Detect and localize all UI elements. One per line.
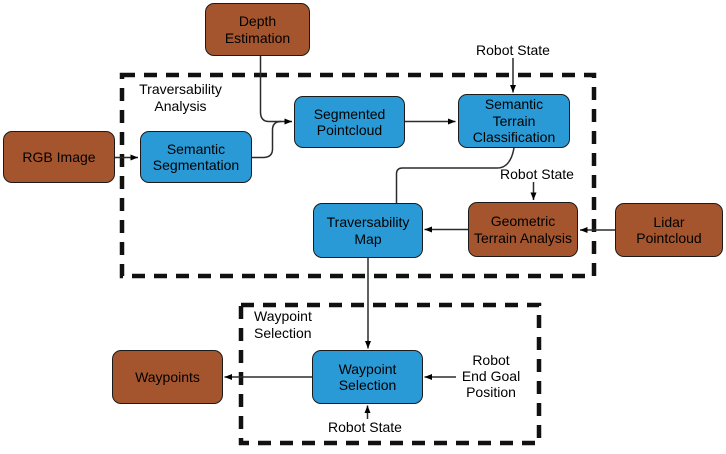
node-waypoints: Waypoints (112, 350, 223, 404)
edge-stc-to-travmap (395, 147, 515, 203)
node-geometric-terrain-analysis: Geometric Terrain Analysis (468, 202, 578, 257)
waypoint-selection-group-border (238, 302, 542, 446)
node-semantic-terrain-classification: Semantic Terrain Classification (458, 94, 570, 148)
node-traversability-map: Traversability Map (313, 203, 423, 258)
node-waypoint-selection: Waypoint Selection (312, 350, 423, 404)
robot-state-mid-label: Robot State (500, 166, 574, 182)
node-segmented-pointcloud: Segmented Pointcloud (294, 96, 405, 148)
node-depth-estimation: Depth Estimation (205, 3, 310, 56)
traversability-analysis-group-border (119, 72, 597, 279)
waypoint-selection-group-label: Waypoint Selection (254, 308, 312, 341)
node-semantic-segmentation: Semantic Segmentation (140, 131, 252, 183)
edge-semseg-to-segpc (252, 120, 282, 159)
node-lidar-pointcloud: Lidar Pointcloud (615, 203, 723, 257)
robot-end-goal-position-label: Robot End Goal Position (461, 352, 521, 400)
traversability-analysis-group-label: Traversability Analysis (139, 81, 222, 114)
robot-state-top-label: Robot State (476, 42, 550, 58)
robot-state-bottom-label: Robot State (328, 419, 402, 435)
edge-depth-to-segpc (259, 56, 292, 125)
node-rgb-image: RGB Image (3, 131, 115, 183)
